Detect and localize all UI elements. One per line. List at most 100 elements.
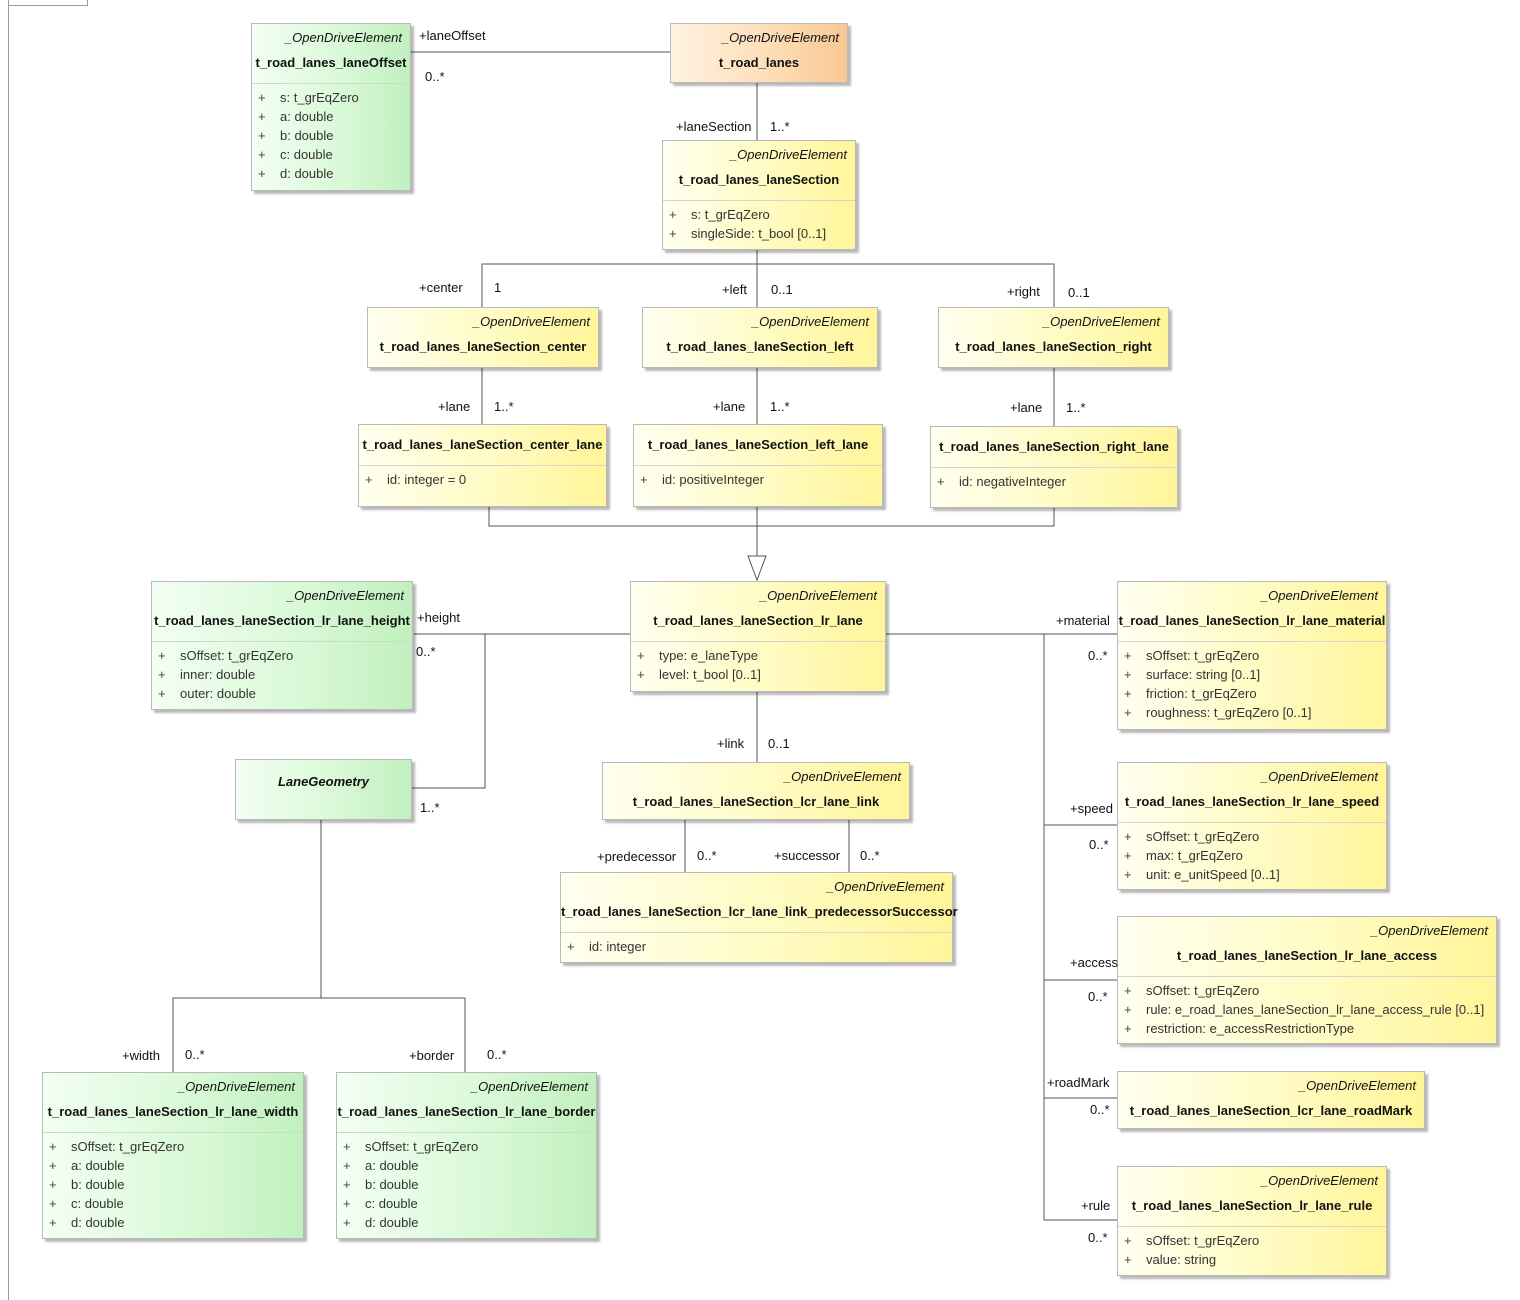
class-lane-link[interactable]: _OpenDriveElement t_road_lanes_laneSecti… bbox=[602, 762, 910, 820]
connector-lanegeometry bbox=[412, 634, 486, 789]
multiplicity-label: 1..* bbox=[1066, 400, 1086, 415]
stereotype-label: _OpenDriveElement bbox=[751, 314, 869, 329]
class-road-lanes[interactable]: _OpenDriveElement t_road_lanes bbox=[670, 23, 848, 83]
class-name: t_road_lanes bbox=[718, 55, 800, 70]
attribute-compartment: +sOffset: t_grEqZero +value: string bbox=[1118, 1226, 1386, 1275]
attribute-row: +rule: e_road_lanes_laneSection_lr_lane_… bbox=[1124, 1002, 1485, 1017]
role-label: +laneOffset bbox=[419, 28, 486, 43]
role-label: +predecessor bbox=[597, 849, 677, 864]
class-center-lane[interactable]: t_road_lanes_laneSection_center_lane +id… bbox=[358, 424, 607, 507]
multiplicity-label: 0..* bbox=[1089, 837, 1109, 852]
attribute-row: +d: double bbox=[49, 1215, 125, 1230]
multiplicity-label: 0..* bbox=[860, 848, 880, 863]
class-name: t_road_lanes_laneSection_lr_lane bbox=[653, 613, 863, 628]
class-lr-lane[interactable]: _OpenDriveElement t_road_lanes_laneSecti… bbox=[630, 581, 886, 692]
class-name: t_road_lanes_laneSection_lr_lane_rule bbox=[1131, 1198, 1373, 1213]
class-lane-section-right[interactable]: _OpenDriveElement t_road_lanes_laneSecti… bbox=[938, 307, 1169, 368]
attribute-row: +sOffset: t_grEqZero bbox=[343, 1139, 479, 1154]
attribute-compartment: +sOffset: t_grEqZero +a: double +b: doub… bbox=[43, 1132, 303, 1238]
attribute-row: +level: t_bool [0..1] bbox=[637, 667, 761, 682]
attribute-row: +id: integer = 0 bbox=[365, 472, 467, 487]
stereotype-label: _OpenDriveElement bbox=[1260, 588, 1378, 603]
attribute-row: +c: double bbox=[258, 147, 333, 162]
class-name: t_road_lanes_laneSection_center bbox=[379, 339, 587, 354]
role-label: +center bbox=[419, 280, 463, 295]
attribute-row: +sOffset: t_grEqZero bbox=[158, 648, 294, 663]
attribute-compartment: +s: t_grEqZero +a: double +b: double +c:… bbox=[252, 83, 410, 189]
attribute-row: +inner: double bbox=[158, 667, 256, 682]
class-lane-section-left[interactable]: _OpenDriveElement t_road_lanes_laneSecti… bbox=[642, 307, 878, 368]
stereotype-label: _OpenDriveElement bbox=[1260, 769, 1378, 784]
attribute-row: +surface: string [0..1] bbox=[1124, 667, 1261, 682]
attribute-row: +sOffset: t_grEqZero bbox=[1124, 983, 1260, 998]
class-link-predecessor-successor[interactable]: _OpenDriveElement t_road_lanes_laneSecti… bbox=[560, 872, 958, 963]
class-lane-offset[interactable]: _OpenDriveElement t_road_lanes_laneOffse… bbox=[251, 23, 411, 191]
class-lane-material[interactable]: _OpenDriveElement t_road_lanes_laneSecti… bbox=[1117, 581, 1387, 730]
multiplicity-label: 0..* bbox=[425, 69, 445, 84]
class-lane-section[interactable]: _OpenDriveElement t_road_lanes_laneSecti… bbox=[662, 140, 856, 250]
attribute-row: +c: double bbox=[343, 1196, 418, 1211]
class-name: LaneGeometry bbox=[277, 774, 370, 789]
role-label: +lane bbox=[713, 399, 746, 414]
connector-generalization bbox=[488, 507, 1055, 556]
attribute-compartment: +sOffset: t_grEqZero +rule: e_road_lanes… bbox=[1118, 976, 1496, 1044]
role-label: +speed bbox=[1070, 801, 1114, 816]
class-name: t_road_lanes_laneSection_center_lane bbox=[362, 437, 603, 452]
class-lane-height[interactable]: _OpenDriveElement t_road_lanes_laneSecti… bbox=[151, 581, 413, 710]
stereotype-label: _OpenDriveElement bbox=[759, 588, 877, 603]
attribute-row: +max: t_grEqZero bbox=[1124, 848, 1243, 863]
role-label: +height bbox=[417, 610, 461, 625]
class-lane-border[interactable]: _OpenDriveElement t_road_lanes_laneSecti… bbox=[336, 1072, 597, 1239]
class-lane-speed[interactable]: _OpenDriveElement t_road_lanes_laneSecti… bbox=[1117, 762, 1387, 890]
attribute-row: +friction: t_grEqZero bbox=[1124, 686, 1257, 701]
attribute-row: +s: t_grEqZero bbox=[258, 90, 359, 105]
class-lane-width[interactable]: _OpenDriveElement t_road_lanes_laneSecti… bbox=[42, 1072, 304, 1239]
attribute-compartment: +type: e_laneType +level: t_bool [0..1] bbox=[631, 641, 885, 690]
multiplicity-label: 1..* bbox=[494, 399, 514, 414]
class-lane-geometry[interactable]: LaneGeometry bbox=[235, 759, 412, 820]
stereotype-label: _OpenDriveElement bbox=[470, 1079, 588, 1094]
attribute-compartment: +sOffset: t_grEqZero +max: t_grEqZero +u… bbox=[1118, 822, 1386, 890]
stereotype-label: _OpenDriveElement bbox=[177, 1079, 295, 1094]
attribute-row: +value: string bbox=[1124, 1252, 1217, 1267]
class-lane-rule[interactable]: _OpenDriveElement t_road_lanes_laneSecti… bbox=[1117, 1166, 1387, 1276]
attribute-compartment: +s: t_grEqZero +singleSide: t_bool [0..1… bbox=[663, 200, 855, 249]
role-label: +roadMark bbox=[1047, 1075, 1110, 1090]
attribute-compartment: +sOffset: t_grEqZero +a: double +b: doub… bbox=[337, 1132, 596, 1238]
multiplicity-label: 1..* bbox=[770, 399, 790, 414]
multiplicity-label: 0..* bbox=[185, 1047, 205, 1062]
connector-lanesection-children bbox=[481, 250, 1055, 308]
stereotype-label: _OpenDriveElement bbox=[1370, 923, 1488, 938]
attribute-row: +sOffset: t_grEqZero bbox=[1124, 829, 1260, 844]
stereotype-label: _OpenDriveElement bbox=[286, 588, 404, 603]
stereotype-label: _OpenDriveElement bbox=[284, 30, 402, 45]
class-name: t_road_lanes_laneSection bbox=[678, 172, 840, 187]
class-name: t_road_lanes_laneSection_lcr_lane_link bbox=[632, 794, 880, 809]
class-right-lane[interactable]: t_road_lanes_laneSection_right_lane +id:… bbox=[930, 426, 1178, 508]
role-label: +successor bbox=[774, 848, 841, 863]
attribute-row: +s: t_grEqZero bbox=[669, 207, 770, 222]
attribute-row: +a: double bbox=[258, 109, 334, 124]
class-lane-road-mark[interactable]: _OpenDriveElement t_road_lanes_laneSecti… bbox=[1117, 1071, 1425, 1129]
class-lane-section-center[interactable]: _OpenDriveElement t_road_lanes_laneSecti… bbox=[367, 307, 599, 368]
attribute-row: +d: double bbox=[258, 166, 334, 181]
class-name: t_road_lanes_laneSection_lr_lane_access bbox=[1176, 948, 1438, 963]
class-lane-access[interactable]: _OpenDriveElement t_road_lanes_laneSecti… bbox=[1117, 916, 1497, 1044]
role-label: +rule bbox=[1081, 1198, 1111, 1213]
class-name: t_road_lanes_laneSection_lr_lane_materia… bbox=[1118, 613, 1386, 628]
stereotype-label: _OpenDriveElement bbox=[472, 314, 590, 329]
class-name: t_road_lanes_laneSection_right_lane bbox=[939, 439, 1169, 454]
attribute-row: +roughness: t_grEqZero [0..1] bbox=[1124, 705, 1312, 720]
stereotype-label: _OpenDriveElement bbox=[1260, 1173, 1378, 1188]
diagram-frame-tab bbox=[8, 0, 88, 6]
role-label: +lane bbox=[438, 399, 471, 414]
class-left-lane[interactable]: t_road_lanes_laneSection_left_lane +id: … bbox=[633, 424, 883, 507]
multiplicity-label: 0..1 bbox=[771, 282, 793, 297]
role-label: +right bbox=[1007, 284, 1040, 299]
attribute-row: +unit: e_unitSpeed [0..1] bbox=[1124, 867, 1280, 882]
class-name: t_road_lanes_laneSection_left bbox=[666, 339, 854, 354]
multiplicity-label: 0..1 bbox=[768, 736, 790, 751]
attribute-row: +b: double bbox=[258, 128, 334, 143]
role-label: +laneSection bbox=[676, 119, 752, 134]
